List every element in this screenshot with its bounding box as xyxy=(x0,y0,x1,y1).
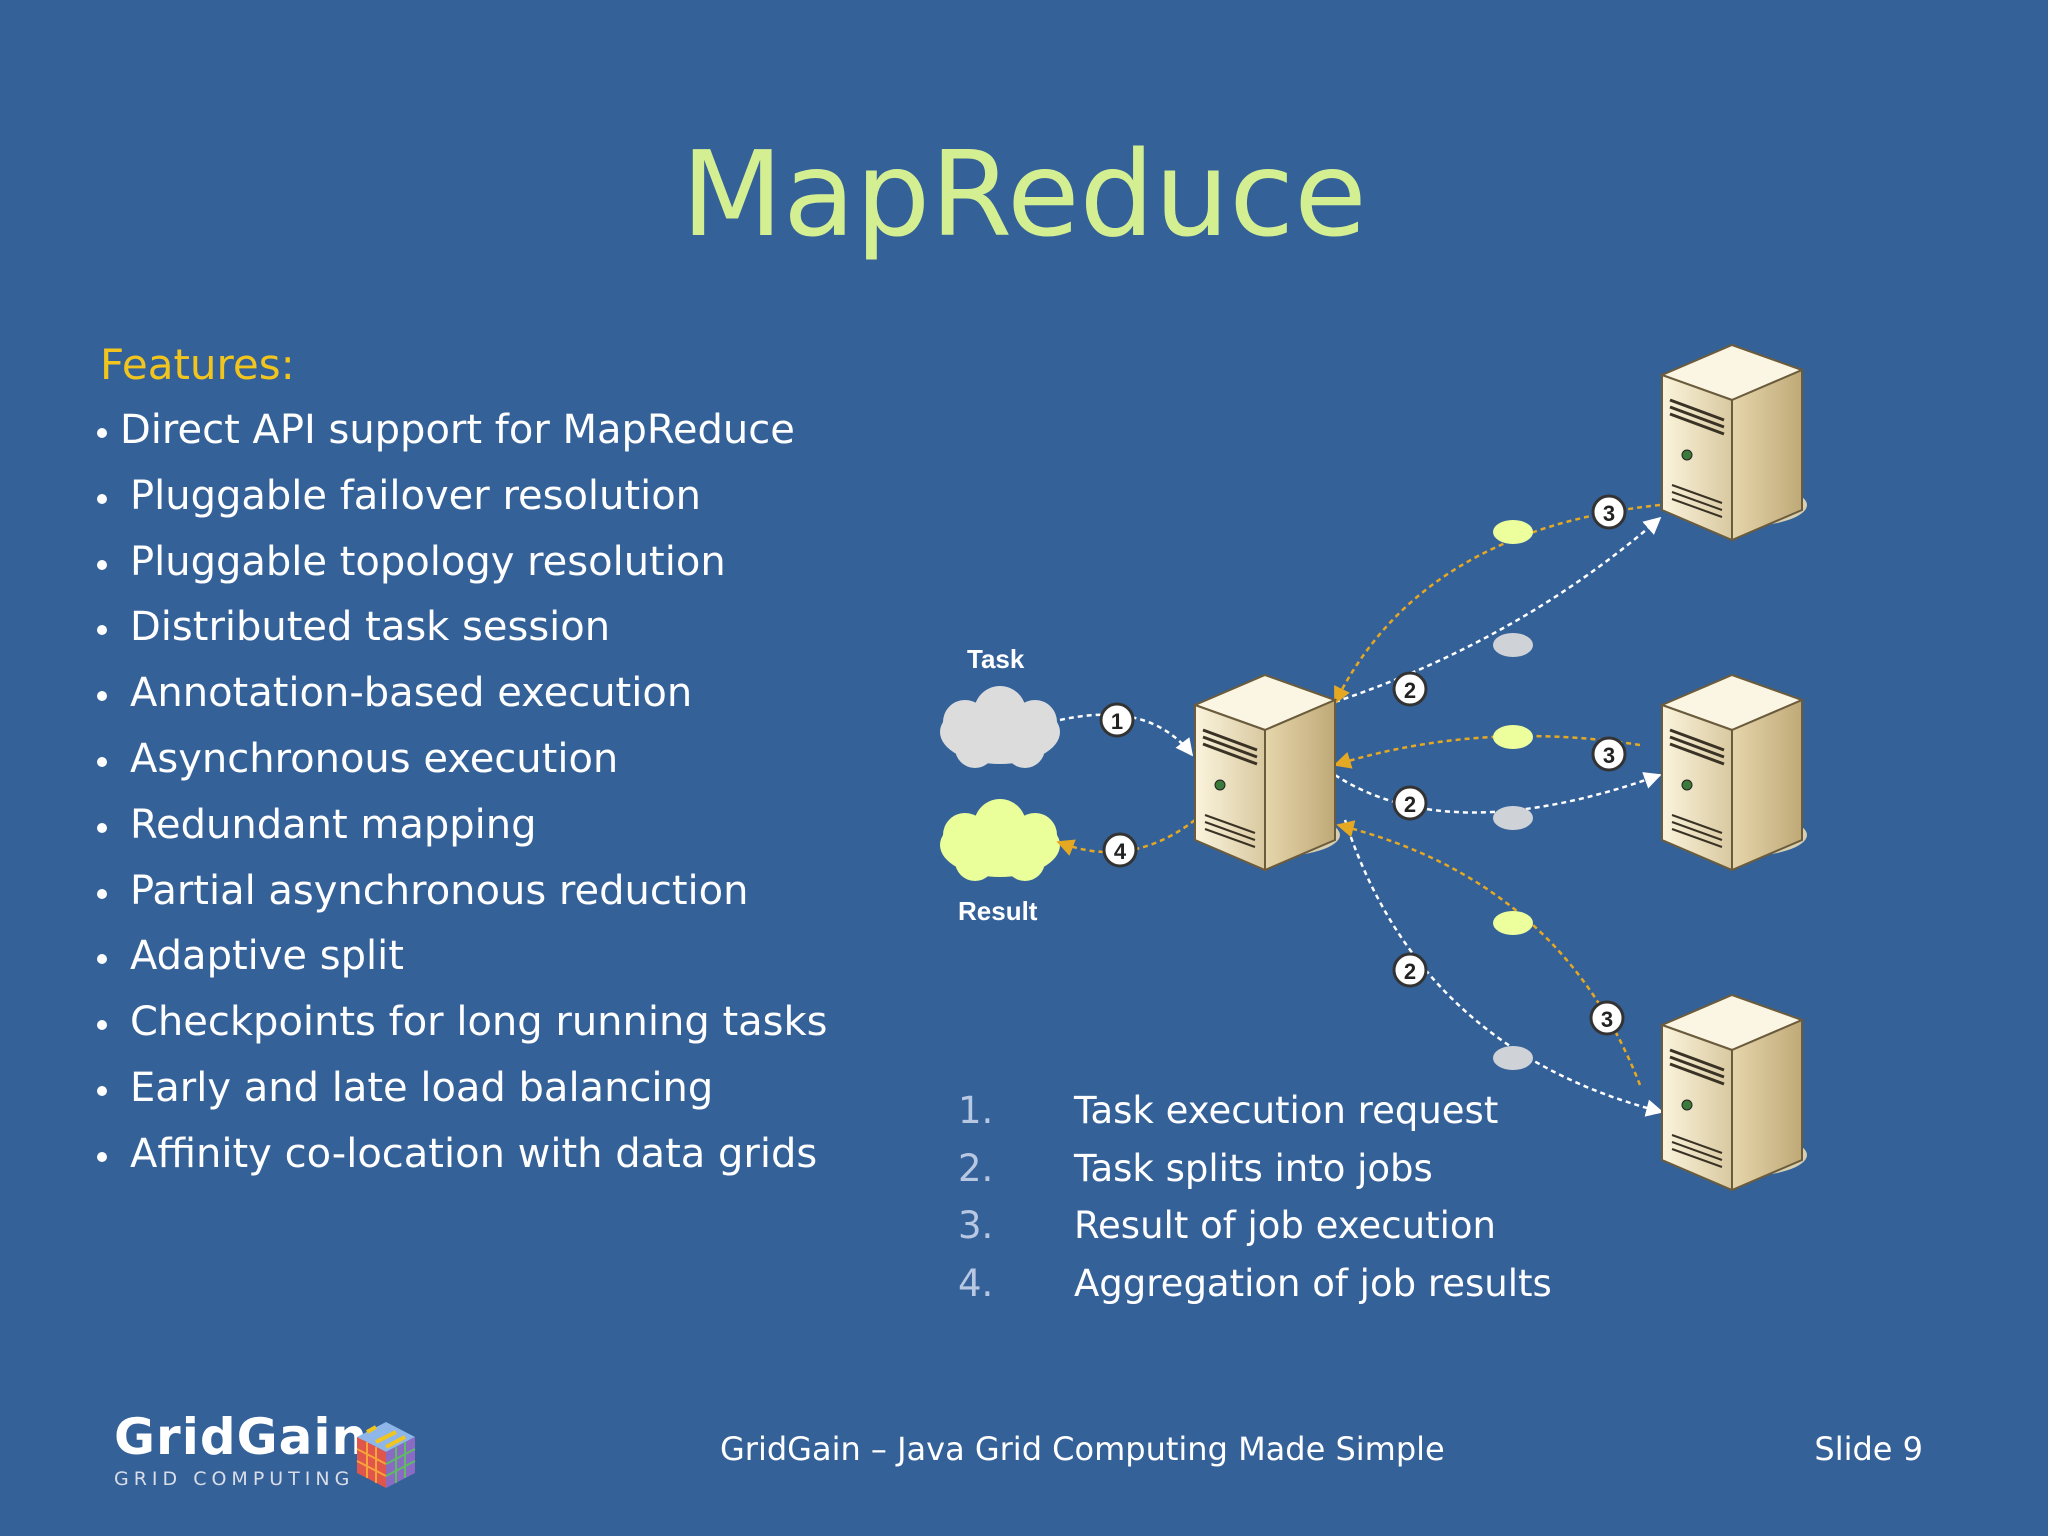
arrow-split-top xyxy=(1334,516,1662,704)
list-item: 3.Result of job execution xyxy=(958,1204,1496,1247)
logo-name: GridGain xyxy=(114,1408,369,1466)
badge-2-middle: 2 xyxy=(1392,785,1428,821)
bullet-icon xyxy=(97,559,107,570)
bullet-icon xyxy=(97,691,107,702)
gridgain-logo: GridGain GRID COMPUTING xyxy=(114,1412,368,1490)
badge-1: 1 xyxy=(1099,702,1135,738)
bullet-icon xyxy=(97,428,107,438)
result-label: Result xyxy=(958,896,1038,926)
badge-3-middle: 3 xyxy=(1591,736,1627,772)
badge-2-bottom: 2 xyxy=(1392,952,1428,988)
cube-logo-icon xyxy=(356,1422,416,1488)
steps-legend: 1.Task execution request 2.Task splits i… xyxy=(958,1082,1552,1312)
list-item: Early and late load balancing xyxy=(95,1056,827,1122)
svg-text:3: 3 xyxy=(1603,743,1615,768)
bullet-icon xyxy=(97,1085,107,1096)
list-item: Asynchronous execution xyxy=(95,727,827,793)
slide-number: Slide 9 xyxy=(1814,1430,1923,1468)
badge-2-top: 2 xyxy=(1392,671,1428,707)
arrow-split-middle xyxy=(1334,772,1662,814)
bullet-icon xyxy=(97,1020,107,1031)
result-cloud xyxy=(940,799,1060,881)
svg-text:3: 3 xyxy=(1603,501,1615,526)
svg-text:1: 1 xyxy=(1111,709,1123,734)
badge-3-top: 3 xyxy=(1591,494,1627,530)
list-item: Distributed task session xyxy=(95,595,827,661)
master-server-icon xyxy=(1193,673,1342,872)
arrow-result-middle xyxy=(1333,734,1641,769)
bullet-icon xyxy=(97,756,107,767)
logo-subtitle: GRID COMPUTING xyxy=(114,1468,355,1490)
task-cloud xyxy=(940,686,1060,768)
bullet-icon xyxy=(97,625,107,636)
arrow-split-bottom xyxy=(1343,819,1664,1117)
list-item: Checkpoints for long running tasks xyxy=(95,990,827,1056)
svg-text:2: 2 xyxy=(1404,678,1416,703)
svg-text:2: 2 xyxy=(1404,792,1416,817)
bullet-icon xyxy=(97,822,107,833)
list-item: Pluggable topology resolution xyxy=(95,530,827,596)
task-label: Task xyxy=(967,644,1025,674)
bullet-icon xyxy=(97,493,107,504)
list-item: Pluggable failover resolution xyxy=(95,464,827,530)
badge-3-bottom: 3 xyxy=(1589,1000,1625,1036)
svg-text:4: 4 xyxy=(1114,839,1127,864)
features-heading: Features: xyxy=(100,340,295,389)
arrow-task-request xyxy=(1059,713,1194,757)
bullet-icon xyxy=(97,1151,107,1162)
footer-caption: GridGain – Java Grid Computing Made Simp… xyxy=(720,1430,1445,1468)
list-item: 2.Task splits into jobs xyxy=(958,1146,1433,1190)
list-item: Redundant mapping xyxy=(95,793,827,859)
svg-text:2: 2 xyxy=(1404,959,1416,984)
slide-title: MapReduce xyxy=(681,125,1367,263)
list-item: 1.Task execution request xyxy=(958,1089,1499,1132)
list-item: 4.Aggregation of job results xyxy=(958,1261,1552,1305)
list-item: Affinity co-location with data grids xyxy=(95,1122,827,1188)
arrow-result-bottom xyxy=(1336,820,1642,1086)
list-item: Partial asynchronous reduction xyxy=(95,859,827,925)
bullet-icon xyxy=(97,954,107,965)
worker-server-top-icon xyxy=(1660,343,1809,542)
features-list: Direct API support for MapReduce Pluggab… xyxy=(95,398,827,1188)
worker-server-middle-icon xyxy=(1660,673,1809,872)
list-item: Annotation-based execution xyxy=(95,661,827,727)
bullet-icon xyxy=(97,888,107,899)
badge-4: 4 xyxy=(1102,832,1138,868)
svg-text:3: 3 xyxy=(1601,1007,1613,1032)
list-item: Adaptive split xyxy=(95,924,827,990)
list-item: Direct API support for MapReduce xyxy=(95,398,827,464)
worker-server-bottom-icon xyxy=(1660,993,1809,1192)
